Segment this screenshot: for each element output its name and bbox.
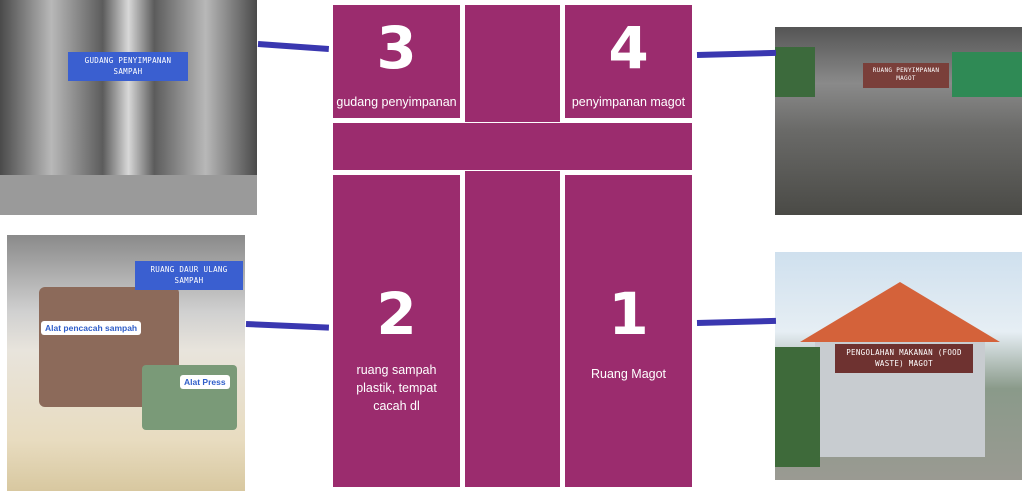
cross-corridor [333,123,692,170]
room-4-label: penyimpanan magot [571,95,686,109]
room-3-label: gudang penyimpanan [336,95,457,109]
press-tag: Alat Press [180,375,230,389]
shredder-tag: Alat pencacah sampah [41,321,142,335]
magot-storage-banner: RUANG PENYIMPANAN MAGOT [863,63,949,88]
room-1: 1 Ruang Magot [565,175,692,487]
warehouse-photo: GUDANG PENYIMPANAN SAMPAH [0,0,257,215]
room-2-number: 2 [376,280,417,348]
room-1-label: Ruang Magot [590,367,667,381]
room-4-number: 4 [608,14,649,82]
center-corridor [465,5,560,487]
recycle-banner: RUANG DAUR ULANG SAMPAH [135,261,243,290]
connector-line-1 [696,317,777,326]
connector-line-4 [696,49,777,58]
recycling-room-photo: RUANG DAUR ULANG SAMPAH Alat pencacah sa… [7,235,245,491]
room-2-label: ruang sampah plastik, tempat cacah dl [356,363,437,414]
food-waste-banner: PENGOLAHAN MAKANAN (FOOD WASTE) MAGOT [835,344,973,373]
room-4: 4 penyimpanan magot [565,5,692,118]
connector-line-2 [245,321,330,331]
room-2: 2 ruang sampah plastik, tempat cacah dl [333,175,460,487]
connector-line-3 [257,41,330,52]
warehouse-banner: GUDANG PENYIMPANAN SAMPAH [68,52,188,81]
room-3: 3 gudang penyimpanan [333,5,460,118]
room-3-number: 3 [376,14,417,82]
room-1-number: 1 [608,280,649,348]
food-waste-photo: PENGOLAHAN MAKANAN (FOOD WASTE) MAGOT [775,252,1022,480]
magot-storage-photo: RUANG PENYIMPANAN MAGOT [775,27,1022,215]
